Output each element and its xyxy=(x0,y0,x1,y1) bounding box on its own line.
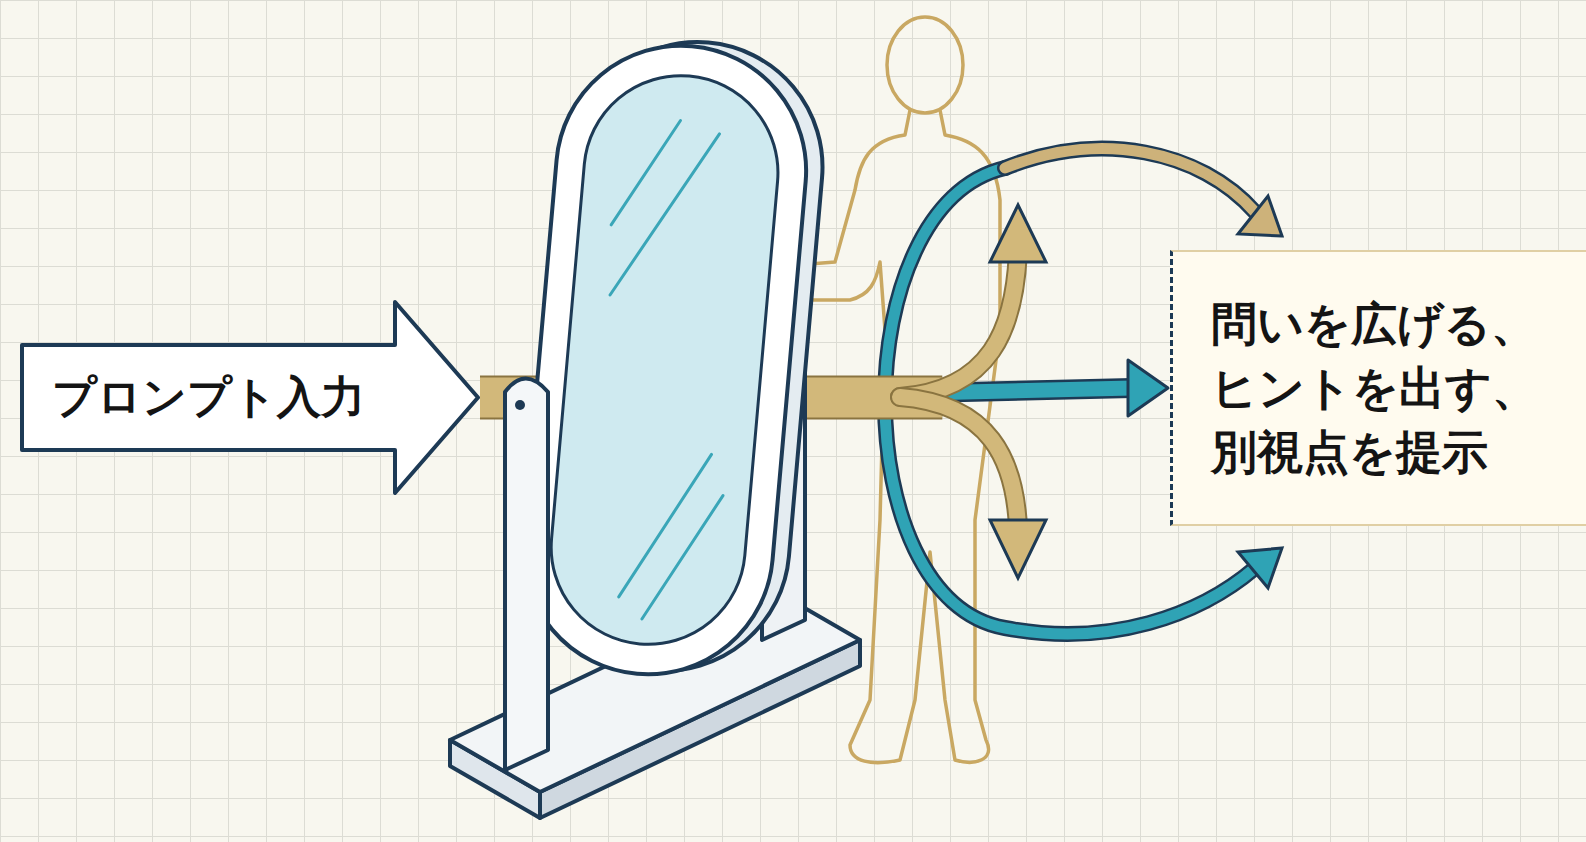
mirror-post-left xyxy=(505,379,548,771)
branch-down-outline xyxy=(900,397,1018,528)
branch-down xyxy=(900,397,1018,528)
arrow-outline xyxy=(22,302,478,493)
mirror-glass xyxy=(543,68,786,653)
output-box: 問いを広げる、 ヒントを出す、 別視点を提示 xyxy=(1170,250,1586,526)
mirror-reflection xyxy=(577,115,755,625)
bottom-arc-head xyxy=(1238,548,1282,588)
person-head xyxy=(887,17,963,113)
arrow-label: プロンプト入力 xyxy=(52,368,365,427)
box-text: 問いを広げる、 ヒントを出す、 別視点を提示 xyxy=(1211,292,1556,484)
mirror-frame xyxy=(513,35,817,684)
mirror xyxy=(513,30,833,686)
post-pivot xyxy=(515,400,525,410)
reflection-line xyxy=(642,489,723,625)
post-left xyxy=(505,379,548,771)
reflection-line xyxy=(611,115,680,230)
top-arc-head xyxy=(1238,196,1282,236)
branch-up-head xyxy=(990,205,1046,262)
branch-up xyxy=(900,250,1018,397)
arrow-head xyxy=(1128,360,1168,416)
gold-branches xyxy=(900,205,1046,578)
input-arrow: プロンプト入力 xyxy=(20,300,480,495)
branch-up-outline xyxy=(900,250,1018,397)
branch-down-head xyxy=(990,520,1046,578)
top-arc xyxy=(1005,149,1255,212)
reflection-line xyxy=(619,447,712,603)
top-arc-outline xyxy=(1005,149,1255,212)
reflection-line xyxy=(610,126,719,304)
